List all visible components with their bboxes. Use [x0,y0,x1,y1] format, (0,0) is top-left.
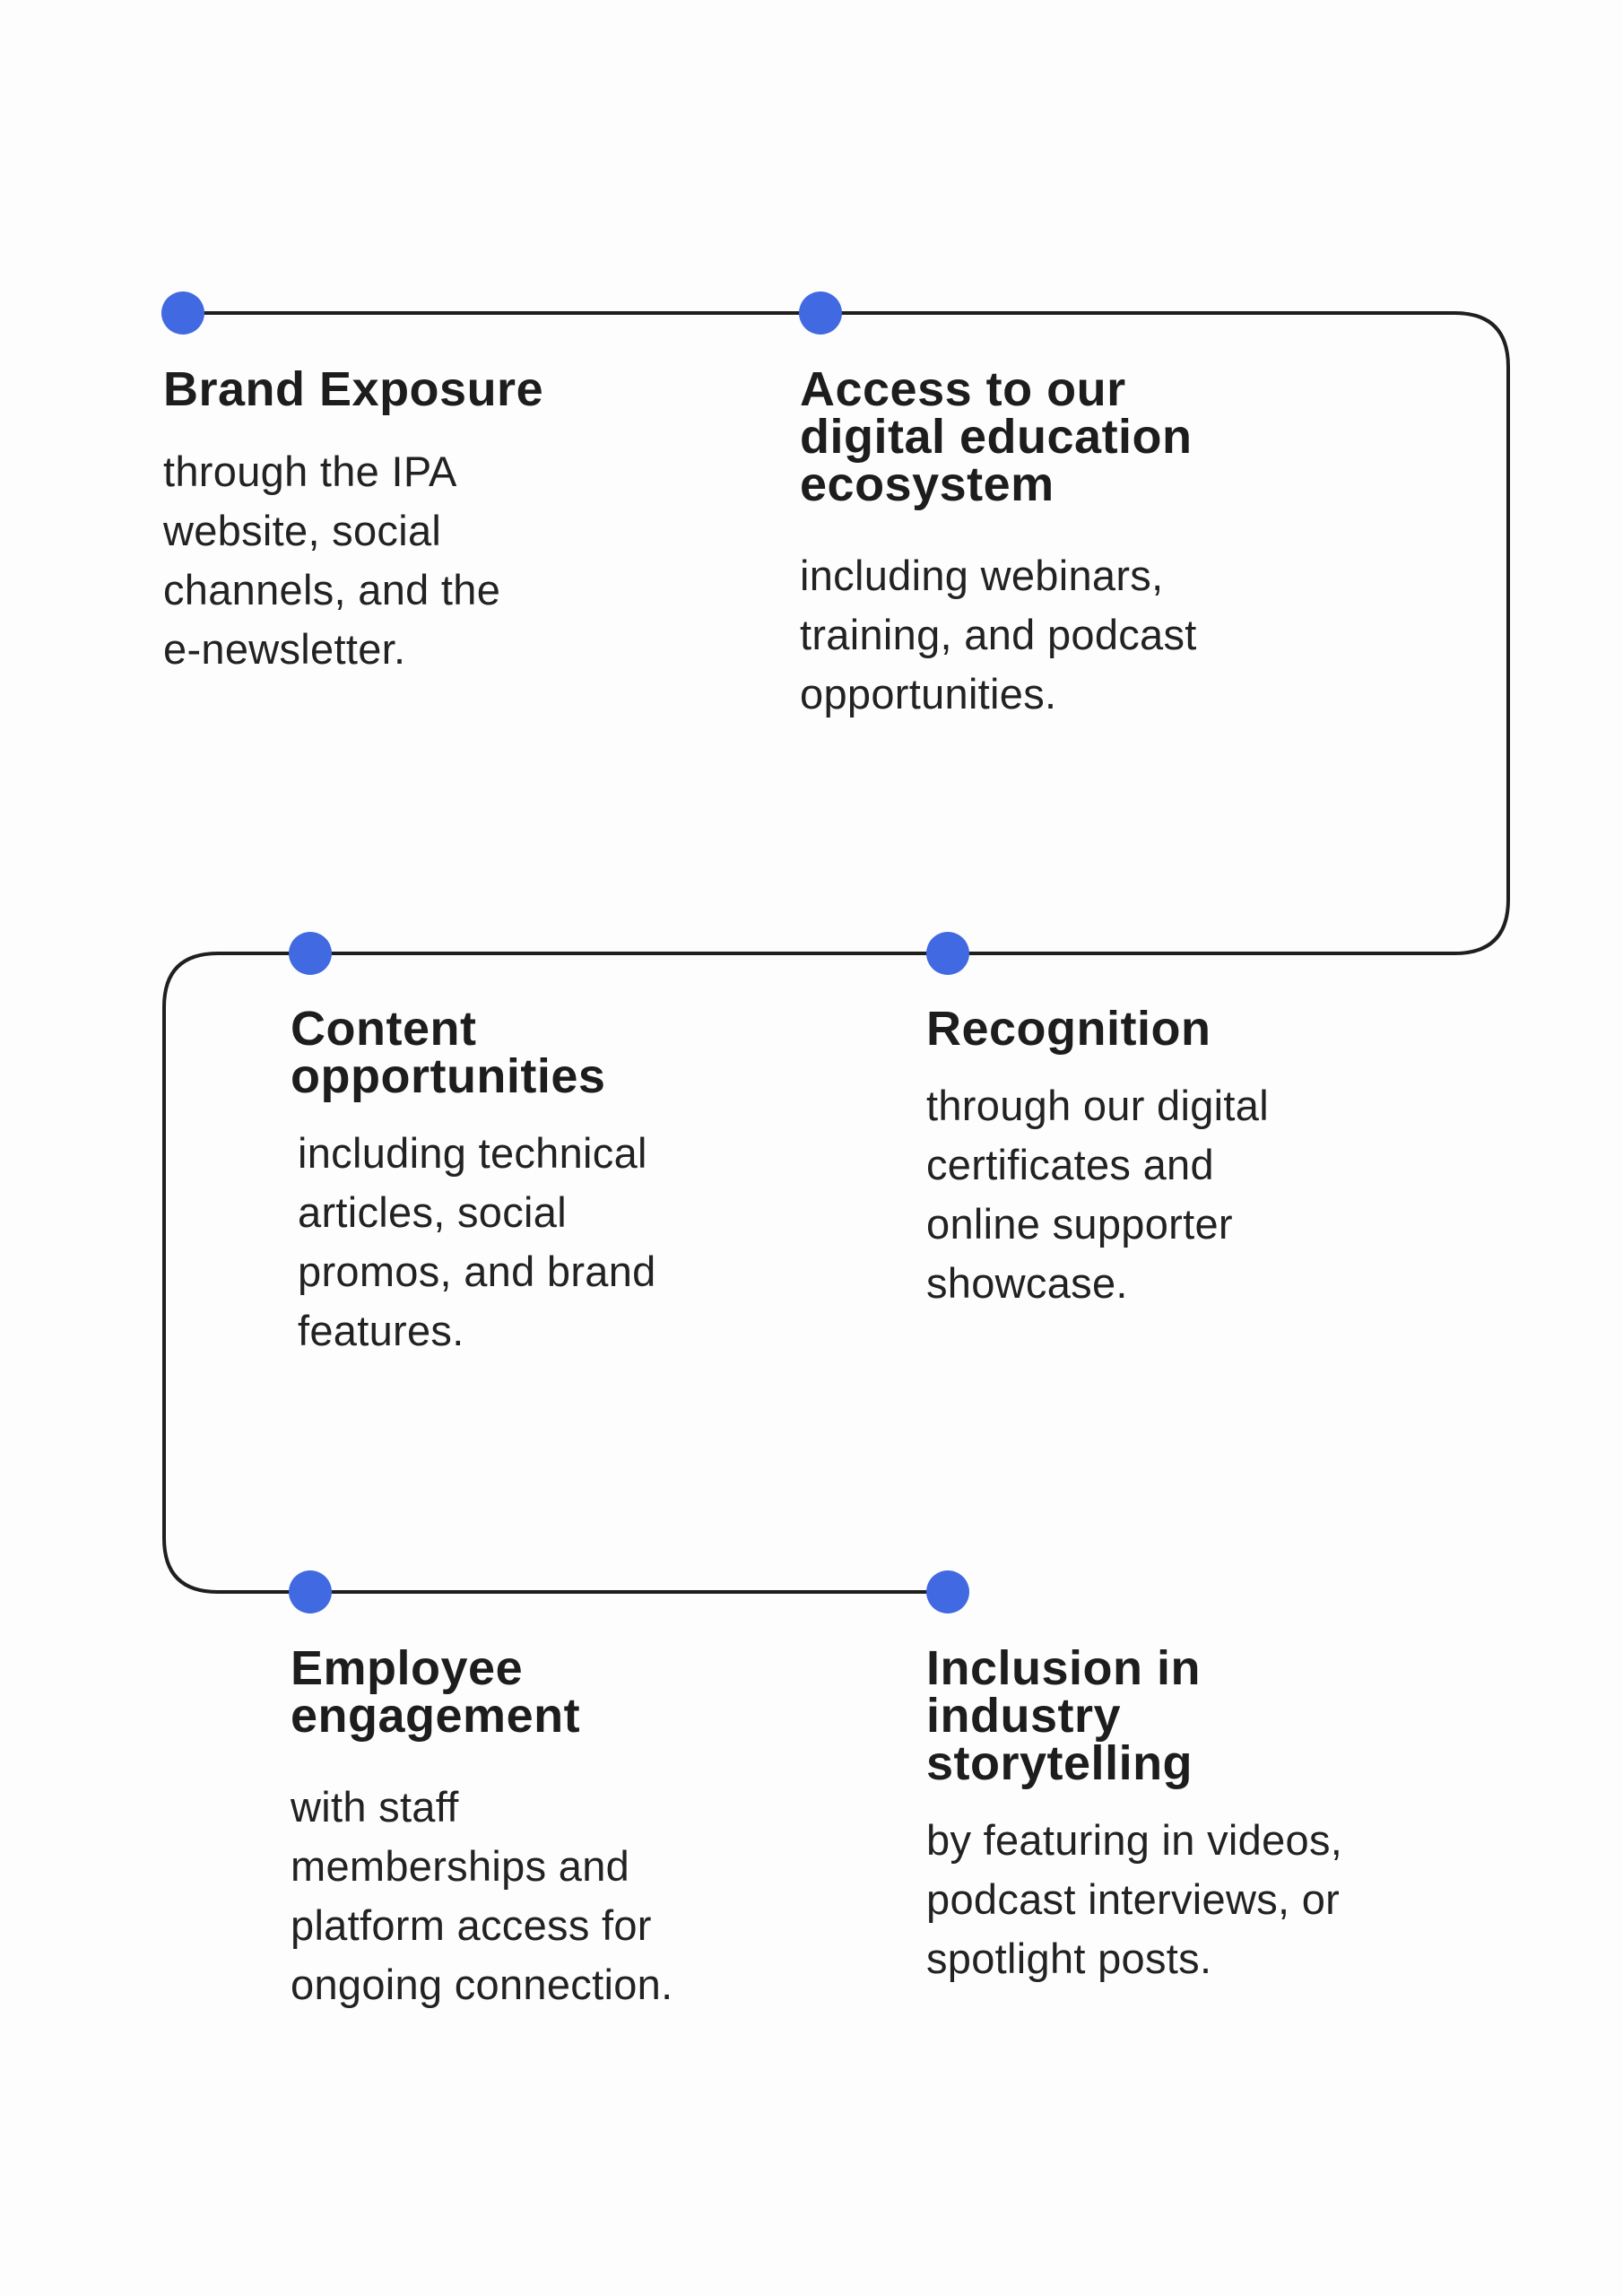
benefit-content-opportunities: Content opportunities including technica… [291,1002,793,1361]
benefit-title: Content opportunities [291,1002,606,1103]
benefit-digital-education: Access to our digital education ecosyste… [800,362,1302,724]
benefit-description: through the IPA website, social channels… [163,448,501,673]
benefit-title: Inclusion in industry storytelling [926,1641,1202,1790]
timeline-node-6 [926,1570,969,1613]
benefit-description: including webinars, training, and podcas… [800,552,1197,718]
timeline-node-2 [799,291,842,335]
timeline-path [162,311,1510,1594]
benefit-title: Recognition [926,1002,1211,1056]
timeline-node-4 [926,932,969,975]
benefit-title: Employee engagement [291,1641,581,1743]
benefit-description: including technical articles, social pro… [298,1129,656,1354]
timeline-node-3 [289,932,332,975]
benefit-title: Access to our digital education ecosyste… [800,362,1193,511]
benefit-industry-storytelling: Inclusion in industry storytelling by fe… [926,1641,1428,1988]
benefit-employee-engagement: Employee engagement with staff membershi… [291,1641,793,2014]
benefit-description: with staff memberships and platform acce… [291,1783,673,2008]
benefit-description: through our digital certificates and onl… [926,1082,1269,1307]
benefit-recognition: Recognition through our digital certific… [926,1002,1428,1313]
timeline-node-1 [161,291,204,335]
benefit-title: Brand Exposure [163,362,544,416]
timeline-node-5 [289,1570,332,1613]
benefit-brand-exposure: Brand Exposure through the IPA website, … [163,362,665,679]
benefit-description: by featuring in videos, podcast intervie… [926,1816,1343,1982]
